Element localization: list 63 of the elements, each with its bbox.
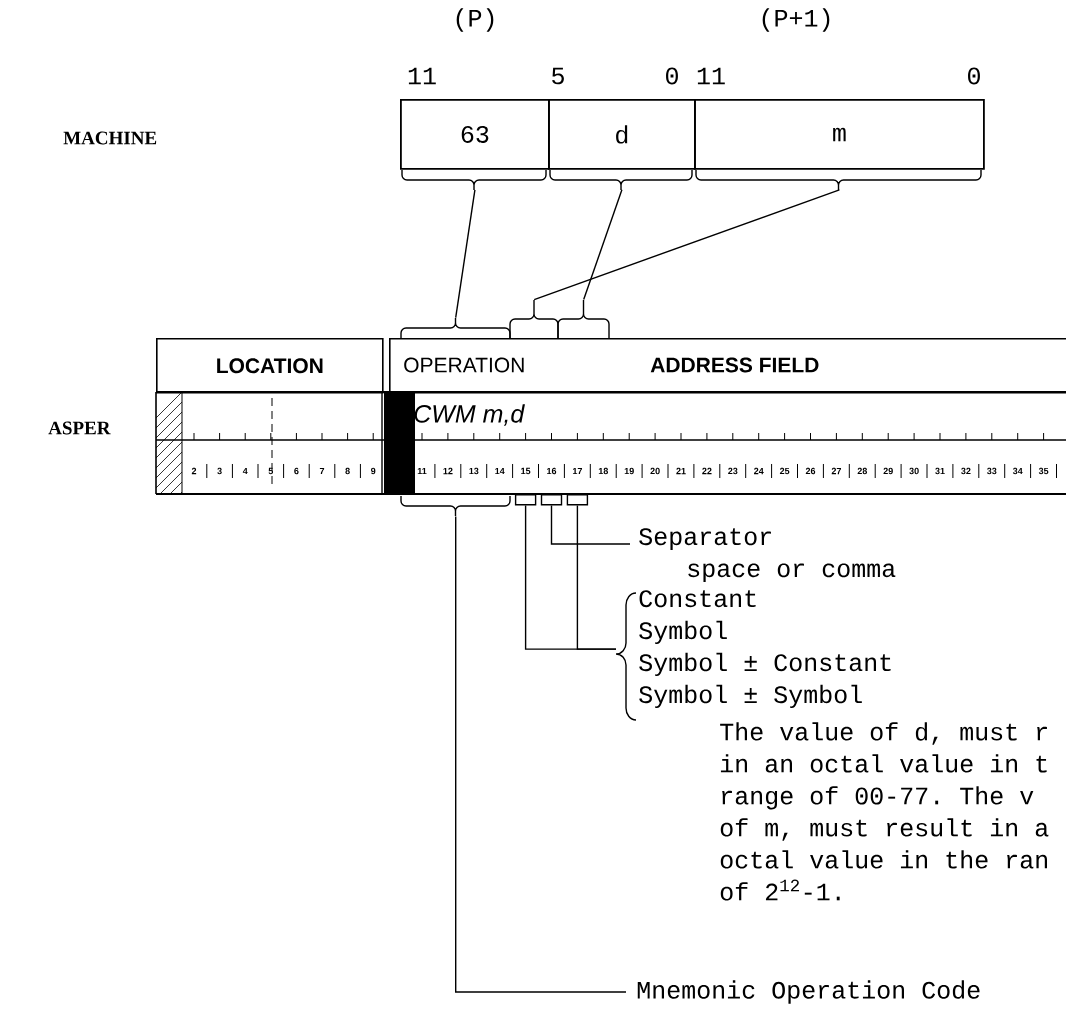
handwritten-statement: CWM m,d [414,404,525,426]
annotation-text: Mnemonic Operation Code [637,980,980,1004]
column-number: 27 [831,467,841,475]
column-number: 15 [521,467,531,475]
column-header-cell: LOCATION [156,338,384,394]
brace [557,299,610,339]
column-number: 13 [469,467,479,475]
brace [400,495,511,517]
column-number: 22 [702,467,712,475]
column-number: 25 [779,467,790,475]
column-number: 14 [495,467,505,475]
column-number: 4 [242,467,248,475]
annotation-text: Separator space or comma [639,528,896,583]
column-number: 6 [294,467,299,475]
column-number: 35 [1038,467,1049,475]
column-number: 16 [547,467,557,475]
connector-line [533,189,841,301]
column-number: 30 [909,467,919,475]
column-number: 26 [805,467,816,475]
row-label: ASPER [48,421,111,435]
column-number: 21 [676,467,686,475]
column-number: 24 [754,467,764,475]
row-label: MACHINE [63,131,157,145]
column-number: 28 [857,467,868,475]
bit-field-box: 63 [400,99,550,191]
operand-list: Constant Symbol Symbol ± Constant Symbol ± Symbol [615,590,891,721]
column-marker-box [540,494,563,506]
connector-line [455,515,627,993]
column-number: 17 [572,467,582,475]
column-number: 20 [650,467,660,475]
column-number: 7 [319,467,325,475]
bit-number: 5 [552,67,564,85]
column-number: 2 [191,467,197,475]
column-number: 32 [961,467,971,475]
bit-number: 11 [697,67,725,85]
column-number: 29 [883,467,893,475]
column-header-cell: OPERATION ADDRESS FIELD [389,338,1066,394]
column-number: 33 [987,467,997,475]
column-number: 5 [268,467,274,475]
bit-number: 0 [666,67,678,85]
brace [400,317,511,339]
bit-field-box: m [694,99,985,191]
column-number: 9 [371,467,376,475]
column-marker-box [566,494,589,506]
column-number: 12 [443,467,453,475]
column-number: 23 [728,467,738,475]
connector-line [576,504,617,650]
note-text: The value of d, must r in an octal value in t range of 00-77. The v of m, must result in a octal value in the ran of 2$^{12}$-1. [720,722,1049,901]
brace [509,299,559,339]
connector-line [583,189,623,301]
column-marker-box [514,494,537,506]
column-number: 8 [345,467,350,475]
word-address-label: (P) [456,8,494,32]
word-address-label: (P+1) [762,8,830,32]
column-number: 31 [935,467,945,475]
column-number: 3 [217,467,222,475]
column-number: 11 [417,467,427,475]
bit-field-box: d [548,99,696,191]
column-number: 18 [598,467,609,475]
column-number: 19 [624,467,634,475]
connector-line [550,504,631,545]
column-number: 34 [1012,467,1023,475]
connector-line [455,189,476,319]
